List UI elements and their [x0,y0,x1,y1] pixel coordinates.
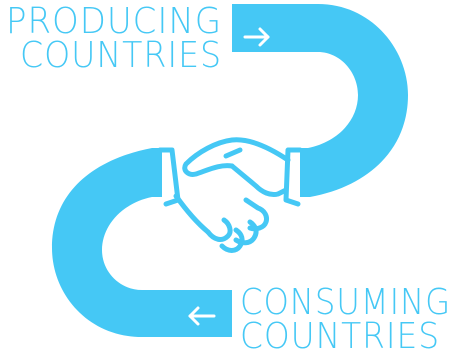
bottom-flow-band [52,148,232,337]
consuming-label-line2: COUNTRIES [240,316,440,351]
arrow-right-icon [243,27,270,47]
producing-label-line2: COUNTRIES [20,35,222,76]
arrow-left-icon [188,306,216,326]
top-flow-band [232,4,408,197]
producing-label-line1: PRODUCING [6,1,222,42]
consuming-label-line1: CONSUMING [240,282,451,323]
handshake-icon [157,137,303,253]
